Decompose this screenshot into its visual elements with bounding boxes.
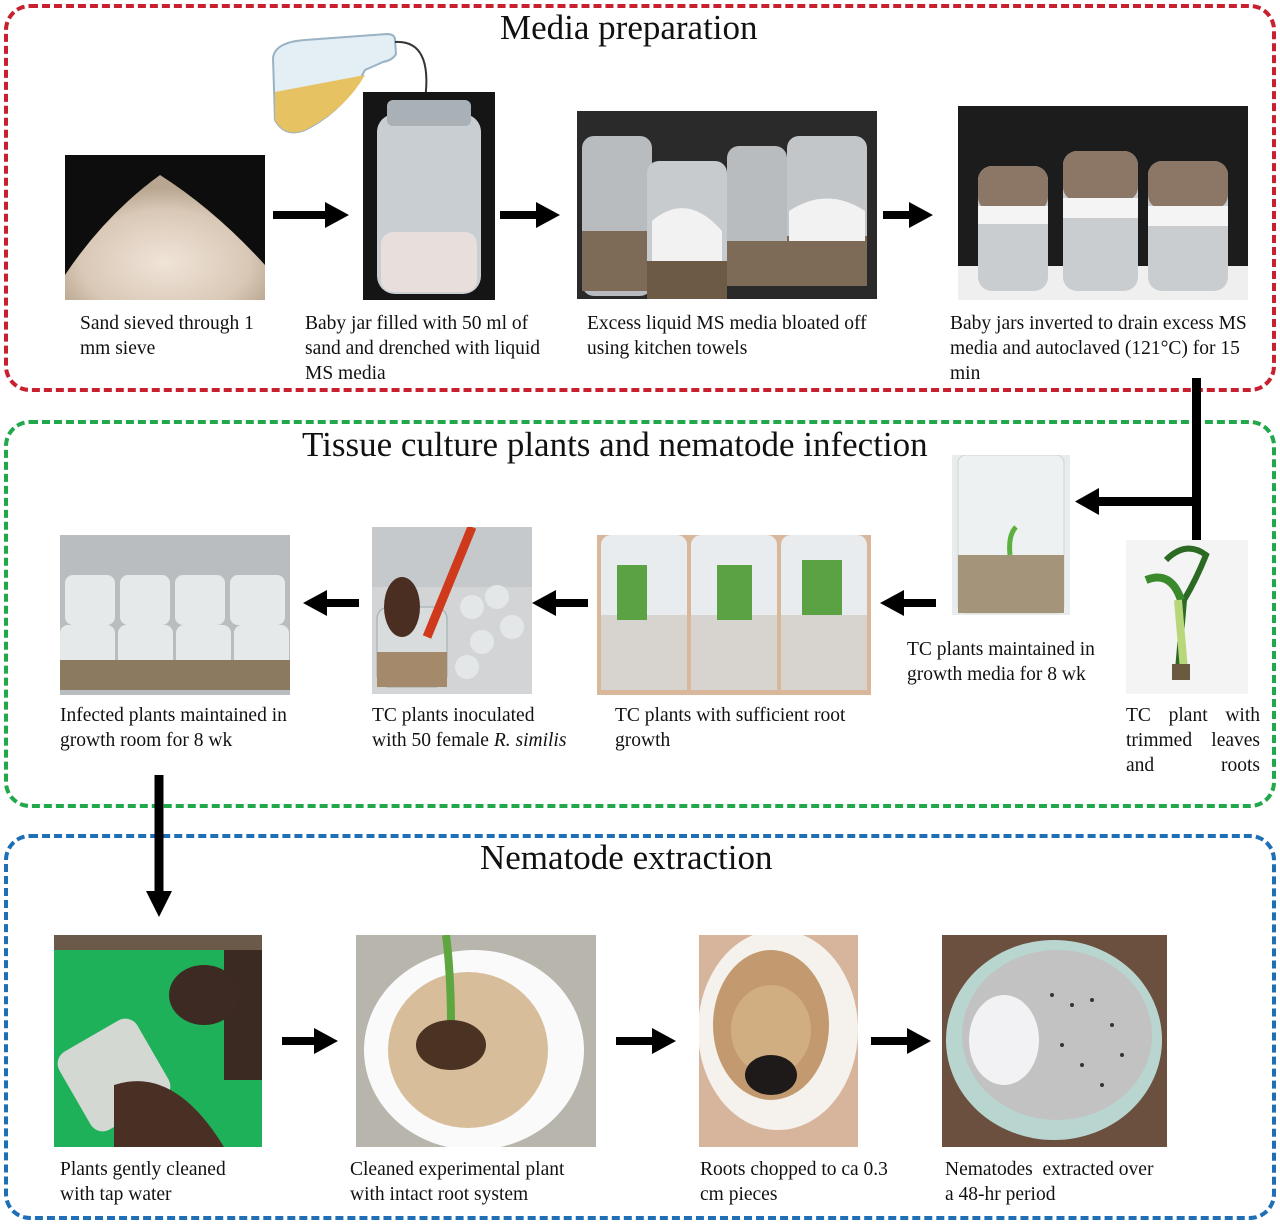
- step-caption: Nematodes extracted over a 48-hr period: [945, 1159, 1159, 1205]
- section-title-tissue-culture: Tissue culture plants and nematode infec…: [302, 425, 928, 464]
- arrow-right-icon: [883, 202, 933, 228]
- plant-in-jar-photo: [952, 455, 1070, 615]
- step-caption: TC plants maintained in growth media for…: [907, 639, 1095, 685]
- chopped-roots-photo: [699, 935, 858, 1147]
- step-caption: TC plants inoculated with 50 female R. s…: [372, 705, 567, 751]
- arrow-left-icon: [532, 590, 588, 616]
- arrow-right-icon: [282, 1028, 338, 1054]
- arrow-left-icon: [303, 590, 359, 616]
- step-caption: Cleaned experimental plant with intact r…: [350, 1159, 565, 1205]
- tissue-culture-panel: [4, 420, 1276, 808]
- nematode-extraction-panel: [4, 834, 1276, 1220]
- connector-arrow-left-icon: [1075, 378, 1205, 548]
- section-title-nematode-extraction: Nematode extraction: [480, 838, 773, 877]
- rooted-plants-photo: [597, 535, 871, 695]
- arrow-right-icon: [616, 1028, 676, 1054]
- step-caption: Excess liquid MS media bloated off using…: [587, 313, 867, 359]
- pouring-flask-icon: [265, 30, 431, 134]
- connector-arrow-down-icon: [146, 775, 172, 920]
- sieved-sand-photo: [65, 155, 265, 300]
- arrow-right-icon: [500, 202, 560, 228]
- step-caption: Sand sieved through 1 mm sieve: [80, 313, 254, 359]
- step-caption: Roots chopped to ca 0.3 cm pieces: [700, 1159, 888, 1205]
- arrow-right-icon: [871, 1028, 931, 1054]
- step-caption: Baby jar filled with 50 ml of sand and d…: [305, 313, 541, 384]
- arrow-left-icon: [880, 590, 936, 616]
- trimmed-plant-photo: [1126, 540, 1248, 694]
- baby-jar-photo: [363, 92, 495, 300]
- growth-room-photo: [60, 535, 290, 695]
- inoculation-photo: [372, 527, 532, 694]
- jars-with-towels-photo: [577, 111, 877, 299]
- step-caption: TC plants with sufficient root growth: [615, 705, 846, 751]
- extraction-dish-photo: [942, 935, 1167, 1147]
- step-caption: Plants gently cleaned with tap water: [60, 1159, 226, 1205]
- media-preparation-panel: [4, 4, 1276, 392]
- step-caption: TC plant with trimmed leaves and roots: [1126, 705, 1260, 776]
- step-caption: Infected plants maintained in growth roo…: [60, 705, 287, 751]
- arrow-right-icon: [273, 202, 349, 228]
- cleaning-photo: [54, 935, 262, 1147]
- inverted-jars-photo: [958, 106, 1248, 300]
- cleaned-plant-photo: [356, 935, 596, 1147]
- step-caption: Baby jars inverted to drain excess MS me…: [950, 313, 1247, 384]
- section-title-media-preparation: Media preparation: [500, 8, 758, 47]
